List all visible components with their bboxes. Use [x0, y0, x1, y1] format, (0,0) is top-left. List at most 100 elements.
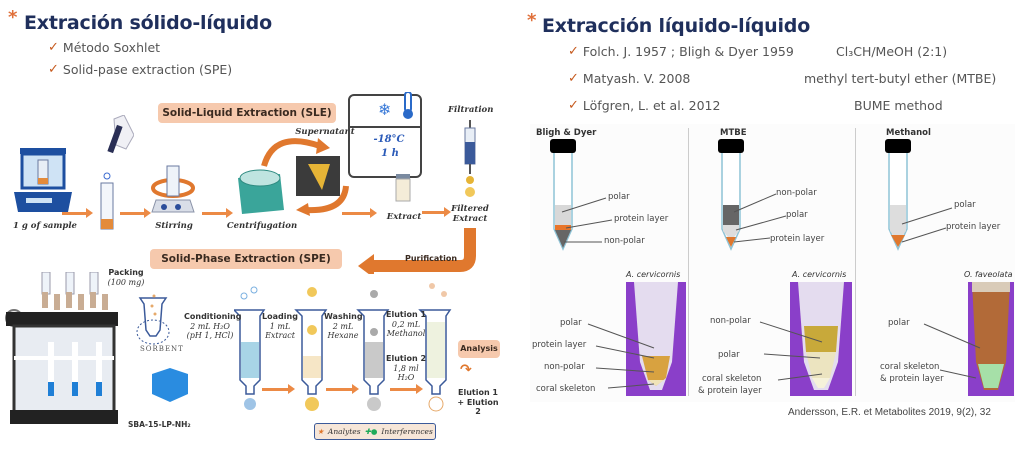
- checkmark-icon: ✓: [48, 40, 59, 55]
- photo-label: & protein layer: [698, 386, 762, 396]
- tube-label: non-polar: [776, 188, 817, 198]
- tube-label: non-polar: [604, 236, 645, 246]
- step-title: Elution 1: [386, 310, 427, 319]
- checkmark-icon: ✓: [568, 98, 579, 113]
- curved-arrow-icon: ↷: [460, 362, 472, 378]
- washing-label: Washing 2 mL Hexane: [324, 312, 363, 341]
- step-line: (pH 1, HCl): [186, 331, 234, 341]
- bullet-spe: ✓ Solid-pase extraction (SPE): [48, 62, 232, 77]
- extract-label: Extract: [386, 212, 422, 222]
- species-label: A. cervicornis: [792, 270, 847, 279]
- photo-bligh-dyer: [626, 282, 686, 396]
- step-line: Methanol: [386, 329, 426, 339]
- arrow: [202, 208, 233, 218]
- bullet-soxhlet: ✓ Método Soxhlet: [48, 40, 160, 55]
- combined-line: + Elution 2: [457, 397, 499, 417]
- spe-manifold-icon: [2, 271, 124, 440]
- step-line: Hexane: [327, 331, 359, 341]
- right-section-title: Extracción líquido-líquido: [542, 15, 811, 37]
- conditioning-label: Conditioning 2 mL H₂O (pH 1, HCl): [184, 312, 241, 341]
- centrifuge-icon: [234, 126, 364, 218]
- photo-label: coral skeleton: [536, 384, 596, 394]
- step-line: Extract: [265, 331, 295, 341]
- tube-label: protein layer: [770, 234, 825, 244]
- asterisk-icon: *: [527, 10, 537, 31]
- tube-cap: [885, 139, 911, 153]
- sample-label: 1 g of sample: [13, 221, 77, 231]
- citation: Andersson, E.R. et Metabolites 2019, 9(2…: [788, 407, 991, 418]
- interference-icon: ✚●: [364, 427, 378, 436]
- tube-label: protein layer: [946, 222, 1001, 232]
- fridge-icon: ❄ -18°C 1 h: [348, 94, 422, 178]
- sorbent-name: SBA-15-LP-NH₂: [128, 420, 191, 429]
- tube-cap: [718, 139, 744, 153]
- method-folch: Cl₃CH/MeOH (2:1): [836, 44, 948, 59]
- fridge-time: 1 h: [381, 148, 399, 159]
- thermometer-icon: [402, 91, 414, 120]
- step-title: Washing: [324, 312, 363, 321]
- leader-lines: [920, 320, 990, 386]
- stirrer-icon: [150, 158, 196, 216]
- photo-label: polar: [718, 350, 740, 360]
- asterisk-icon: *: [8, 7, 18, 28]
- tube-label: polar: [608, 192, 630, 202]
- checkmark-icon: ✓: [48, 62, 59, 77]
- legend-analytes: Analytes: [327, 427, 361, 436]
- balance-icon: [12, 148, 74, 216]
- column-title-methanol: Methanol: [886, 128, 931, 138]
- bullet-lofgren: ✓ Löfgren, L. et al. 2012: [568, 98, 720, 113]
- snowflake-icon: ❄: [378, 100, 392, 119]
- photo-methanol: [968, 282, 1014, 396]
- sorbent-cartridge-icon: [136, 292, 196, 418]
- combined-elution-label: Elution 1 + Elution 2: [454, 388, 502, 417]
- leader-lines: [584, 320, 664, 392]
- step-line: H₂O: [397, 373, 415, 383]
- sorbent-label: SORBENT: [140, 345, 184, 353]
- bullet-matyash: ✓ Matyash. V. 2008: [568, 71, 690, 86]
- leader-lines: [730, 190, 790, 246]
- bullet-text: Método Soxhlet: [62, 40, 161, 55]
- step-title: Loading: [262, 312, 298, 321]
- method-lofgren: BUME method: [854, 98, 943, 113]
- tube-label: polar: [786, 210, 808, 220]
- leader-lines: [900, 204, 956, 246]
- step-line: 1 mL: [269, 321, 291, 331]
- photo-label: & protein layer: [880, 374, 944, 384]
- tube-label: polar: [954, 200, 976, 210]
- filtration-label: Filtration: [448, 105, 494, 115]
- step-line: 1,8 ml: [393, 363, 419, 373]
- tube-label: protein layer: [614, 214, 669, 224]
- loading-label: Loading 1 mL Extract: [262, 312, 298, 341]
- tube-cap: [550, 139, 576, 153]
- photo-label: polar: [560, 318, 582, 328]
- arrow: [120, 208, 151, 218]
- extract-text: Extract: [452, 213, 488, 224]
- photo-label: non-polar: [710, 316, 751, 326]
- filtered-text: Filtered: [451, 204, 489, 214]
- arrow: [422, 207, 451, 217]
- legend-box: ★ Analytes ✚● Interferences: [314, 423, 436, 440]
- bullet-text: Solid-pase extraction (SPE): [62, 62, 233, 77]
- purification-arrow: [352, 226, 502, 278]
- analysis-box: Analysis: [458, 340, 500, 358]
- divider: [688, 128, 689, 396]
- centrifugation-label: Centrifugation: [226, 221, 298, 231]
- sle-banner: Solid-Liquid Extraction (SLE): [158, 103, 336, 123]
- packing-title: Packing: [108, 268, 144, 277]
- divider: [855, 128, 856, 396]
- step-title: Elution 2: [386, 354, 427, 363]
- leader-lines: [756, 318, 836, 384]
- arrow: [326, 384, 359, 394]
- photo-label: protein layer: [532, 340, 587, 350]
- spe-banner: Solid-Phase Extraction (SPE): [150, 249, 342, 269]
- syringe-icon: [460, 120, 480, 198]
- lle-comparison-panel: Bligh & Dyer polar protein layer non-pol…: [530, 124, 1015, 402]
- arrow: [342, 208, 377, 218]
- photo-label: polar: [888, 318, 910, 328]
- arrow: [62, 208, 93, 218]
- extract-jar-icon: [394, 174, 412, 202]
- bullet-ref: Folch. J. 1957 ; Bligh & Dyer 1959: [582, 44, 794, 59]
- tube-diagram-methanol: [885, 153, 911, 251]
- filtered-extract-label: Filtered Extract: [446, 204, 494, 225]
- checkmark-icon: ✓: [568, 44, 579, 59]
